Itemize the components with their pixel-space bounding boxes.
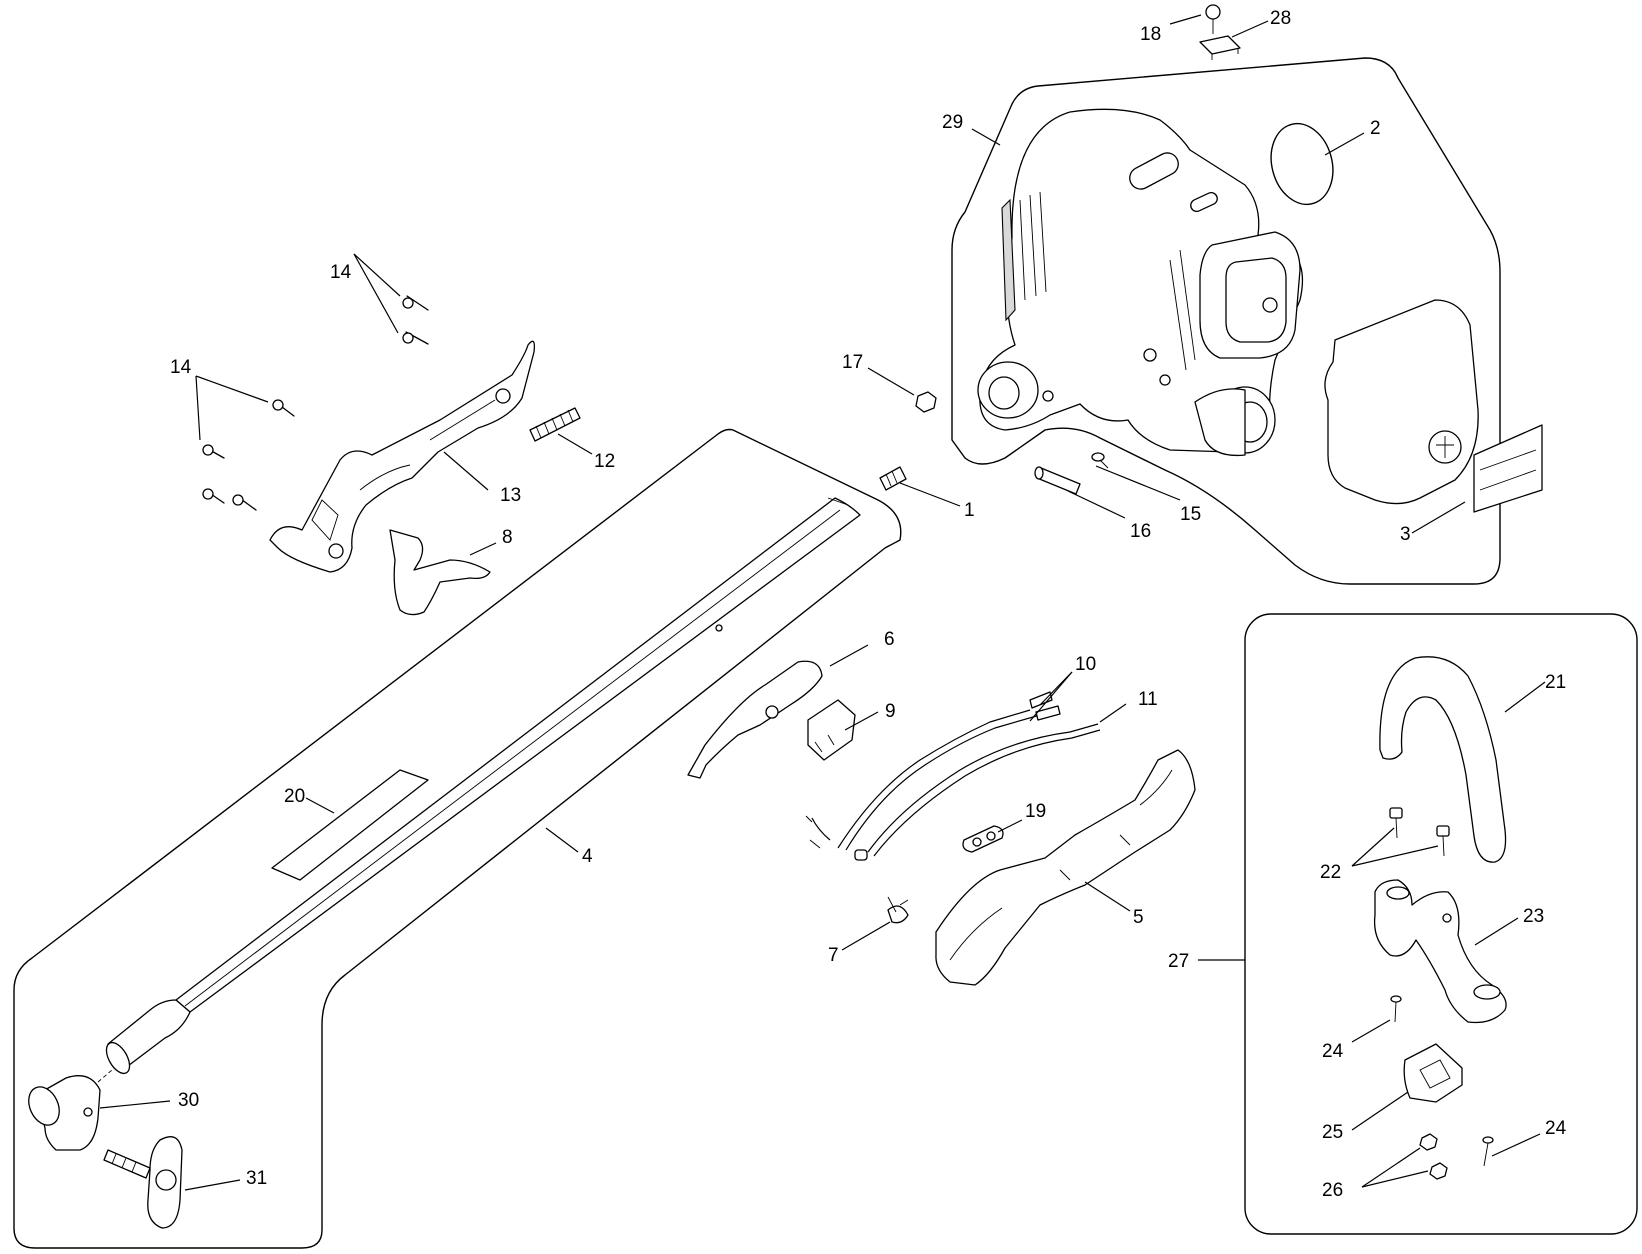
callout-27: 27 xyxy=(1168,951,1189,972)
pin-16-part xyxy=(1034,466,1081,495)
spring-7-part xyxy=(887,896,909,924)
handle-housing-5-part xyxy=(935,749,1196,986)
clip-28-part xyxy=(1199,35,1241,60)
callout-14a: 14 xyxy=(330,262,352,283)
screw-18-part xyxy=(1205,4,1221,34)
callout-5: 5 xyxy=(1133,907,1144,928)
callout-29: 29 xyxy=(942,112,963,133)
throttle-lever-6-part xyxy=(687,660,823,779)
callout-14b: 14 xyxy=(170,357,192,378)
callout-25: 25 xyxy=(1322,1122,1343,1143)
callout-19: 19 xyxy=(1025,801,1046,822)
callout-15: 15 xyxy=(1180,504,1201,525)
callout-2: 2 xyxy=(1370,118,1381,139)
callout-20: 20 xyxy=(284,786,305,807)
knob-31-part xyxy=(103,1136,183,1229)
callout-26: 26 xyxy=(1322,1180,1343,1201)
callout-23: 23 xyxy=(1523,906,1544,927)
callout-21: 21 xyxy=(1545,672,1566,693)
callout-24b: 24 xyxy=(1545,1118,1567,1139)
callout-6: 6 xyxy=(884,629,895,650)
callout-12: 12 xyxy=(594,451,615,472)
callout-10: 10 xyxy=(1075,654,1096,675)
screw-24-part xyxy=(1390,995,1494,1167)
callout-17: 17 xyxy=(842,352,863,373)
bracket-23-part xyxy=(1373,879,1507,1024)
leader-lines xyxy=(97,14,1546,1191)
nut-17-part xyxy=(915,391,937,413)
callout-22: 22 xyxy=(1320,862,1341,883)
handle-kit-outline xyxy=(1244,613,1638,1235)
nut-26-part xyxy=(1419,1133,1448,1180)
grommet-19-part xyxy=(962,825,1004,853)
callout-7: 7 xyxy=(828,945,839,966)
clamp-25-part xyxy=(1403,1043,1463,1103)
spring-12-part xyxy=(529,407,581,442)
shaft-group-outline xyxy=(13,428,902,1249)
switch-9-part xyxy=(807,699,856,761)
callout-labels: 18 28 29 2 3 17 15 16 14 14 12 13 1 8 6 … xyxy=(170,8,1567,1201)
engine-part xyxy=(977,108,1304,457)
callout-9: 9 xyxy=(885,701,896,722)
drive-shaft-tube-part xyxy=(105,497,861,1075)
callout-11: 11 xyxy=(1138,689,1158,710)
trigger-8-part xyxy=(389,529,491,616)
callout-13: 13 xyxy=(500,485,521,506)
callout-31: 31 xyxy=(246,1168,267,1189)
wire-10-part xyxy=(805,691,1061,851)
clamp-30-part xyxy=(28,1075,101,1151)
callout-3: 3 xyxy=(1400,524,1411,545)
air-filter-cover-part xyxy=(1324,299,1543,513)
callout-1: 1 xyxy=(964,500,975,521)
screw-15-part xyxy=(1091,452,1109,469)
callout-8: 8 xyxy=(502,527,513,548)
callout-28: 28 xyxy=(1270,8,1291,29)
decal-20-part xyxy=(271,769,429,881)
screw-14-part xyxy=(202,295,429,511)
callout-4: 4 xyxy=(582,846,593,867)
callout-16: 16 xyxy=(1130,521,1151,542)
callout-24a: 24 xyxy=(1322,1041,1344,1062)
gasket-ring-part xyxy=(1270,122,1334,206)
screw-22-part xyxy=(1389,807,1450,857)
spring-1-part xyxy=(879,466,907,491)
housing-13-part xyxy=(269,340,536,573)
cable-11-part xyxy=(854,723,1101,861)
callout-18: 18 xyxy=(1140,24,1161,45)
callout-30: 30 xyxy=(178,1090,199,1111)
loop-handle-21-part xyxy=(1379,656,1507,863)
engine-group-outline xyxy=(951,57,1501,585)
